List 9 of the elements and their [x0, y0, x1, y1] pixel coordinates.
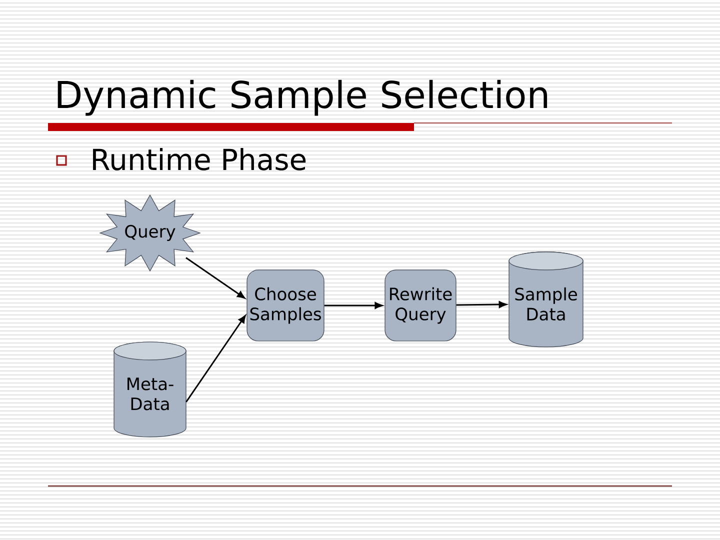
title: Dynamic Sample Selection	[58, 80, 548, 116]
database-cylinder: Sample Data	[508, 252, 584, 348]
process-box: Choose Samples	[246, 270, 324, 342]
arrow	[324, 302, 383, 309]
database-cylinder: Meta- Data	[114, 342, 186, 438]
process-box: Rewrite Query	[384, 270, 456, 342]
arrow	[186, 315, 246, 402]
arrow	[186, 257, 246, 299]
arrow	[456, 301, 507, 308]
